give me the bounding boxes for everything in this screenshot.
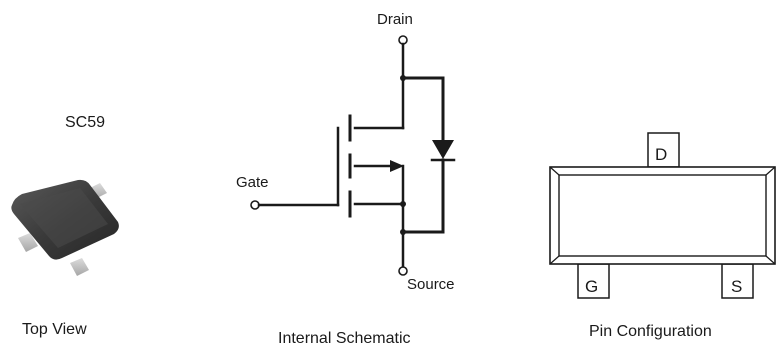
bevel-bottom-left (549, 255, 560, 265)
package-caption: Top View (22, 321, 87, 338)
source-label: Source (407, 276, 455, 293)
pin-g-box (577, 263, 610, 299)
bevel-top-right (765, 166, 776, 176)
schematic-caption: Internal Schematic (278, 330, 411, 345)
bevel-top-left (549, 166, 560, 176)
package-inner-outline (558, 174, 767, 257)
package-lead-bottom-right (70, 258, 89, 276)
body-arrow-icon (390, 160, 404, 172)
body-diode-icon (432, 140, 454, 159)
pin-configuration: D G S Pin Configuration (549, 132, 776, 340)
gate-label: Gate (236, 174, 269, 191)
package-top-face (20, 188, 108, 248)
drain-label: Drain (377, 11, 413, 28)
package-lead-bottom-left (18, 233, 38, 252)
source-terminal (398, 266, 408, 276)
pin-g-label: G (585, 277, 598, 296)
sc59-package-image (11, 179, 119, 276)
pin-d-label: D (655, 145, 667, 164)
pin-s-box (721, 263, 754, 299)
pin-config-caption: Pin Configuration (589, 323, 712, 340)
package-name: SC59 (65, 114, 105, 131)
package-view: SC59 Top View (11, 114, 119, 338)
bevel-bottom-right (765, 255, 776, 265)
pin-s-label: S (731, 277, 742, 296)
internal-schematic: Drain Gate (236, 11, 456, 345)
